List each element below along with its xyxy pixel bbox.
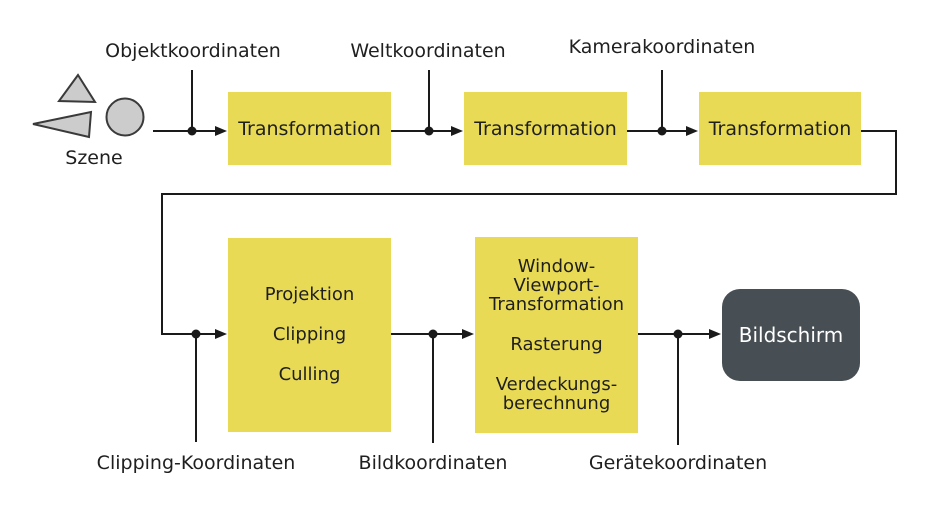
arrowhead-into-transformation1	[215, 126, 227, 136]
camera-coordinates-label: Kamerakoordinaten	[568, 36, 756, 58]
scene-wedge-triangle-icon	[32, 110, 93, 139]
device-coordinates-label: Gerätekoordinaten	[588, 452, 768, 474]
transformation-box-3-label: Transformation	[708, 117, 852, 140]
window-viewport-line-berechnung: berechnung	[502, 393, 611, 414]
scene-triangle-icon	[57, 73, 97, 104]
window-viewport-line-verdeckungs: Verdeckungs-	[495, 374, 618, 395]
world-coordinates-label: Weltkoordinaten	[350, 40, 506, 62]
window-viewport-line-3: Transformation	[488, 294, 625, 315]
arrowhead-into-transformation3	[686, 126, 698, 136]
projection-box-line-culling: Culling	[278, 364, 341, 385]
arrowhead-into-transformation2	[451, 126, 463, 136]
junction-dot-world	[424, 126, 434, 136]
transformation-box-3: Transformation	[699, 92, 861, 165]
scene-label: Szene	[65, 147, 123, 169]
screen-box-label: Bildschirm	[738, 323, 844, 347]
arrowhead-into-screen	[709, 329, 721, 339]
image-coordinates-label: Bildkoordinaten	[358, 452, 508, 474]
arrowhead-into-projection	[215, 329, 227, 339]
window-viewport-box: Window- Viewport- Transformation Rasteru…	[475, 237, 638, 433]
object-coordinates-label: Objektkoordinaten	[105, 40, 281, 62]
transformation-box-1: Transformation	[228, 92, 391, 165]
junction-dot-device	[673, 329, 683, 339]
junction-dot-camera	[657, 126, 667, 136]
window-viewport-line-1: Window-	[517, 256, 596, 277]
projection-box-line-clipping: Clipping	[272, 324, 347, 345]
junction-dot-clipping	[191, 329, 201, 339]
clipping-coordinates-label: Clipping-Koordinaten	[96, 452, 296, 474]
wraparound-line-to-projection	[161, 130, 897, 335]
transformation-box-2: Transformation	[464, 92, 627, 165]
projection-box-line-projektion: Projektion	[264, 284, 355, 305]
window-viewport-line-2: Viewport-	[513, 275, 600, 296]
projection-box: Projektion Clipping Culling	[228, 238, 391, 432]
scene-circle-icon	[105, 97, 145, 137]
arrowhead-into-window-viewport	[462, 329, 474, 339]
window-viewport-line-rasterung: Rasterung	[510, 334, 603, 355]
transformation-box-2-label: Transformation	[474, 117, 617, 140]
junction-dot-image	[428, 329, 438, 339]
junction-dot-object	[187, 126, 197, 136]
screen-box: Bildschirm	[722, 289, 860, 381]
transformation-box-1-label: Transformation	[238, 117, 381, 140]
